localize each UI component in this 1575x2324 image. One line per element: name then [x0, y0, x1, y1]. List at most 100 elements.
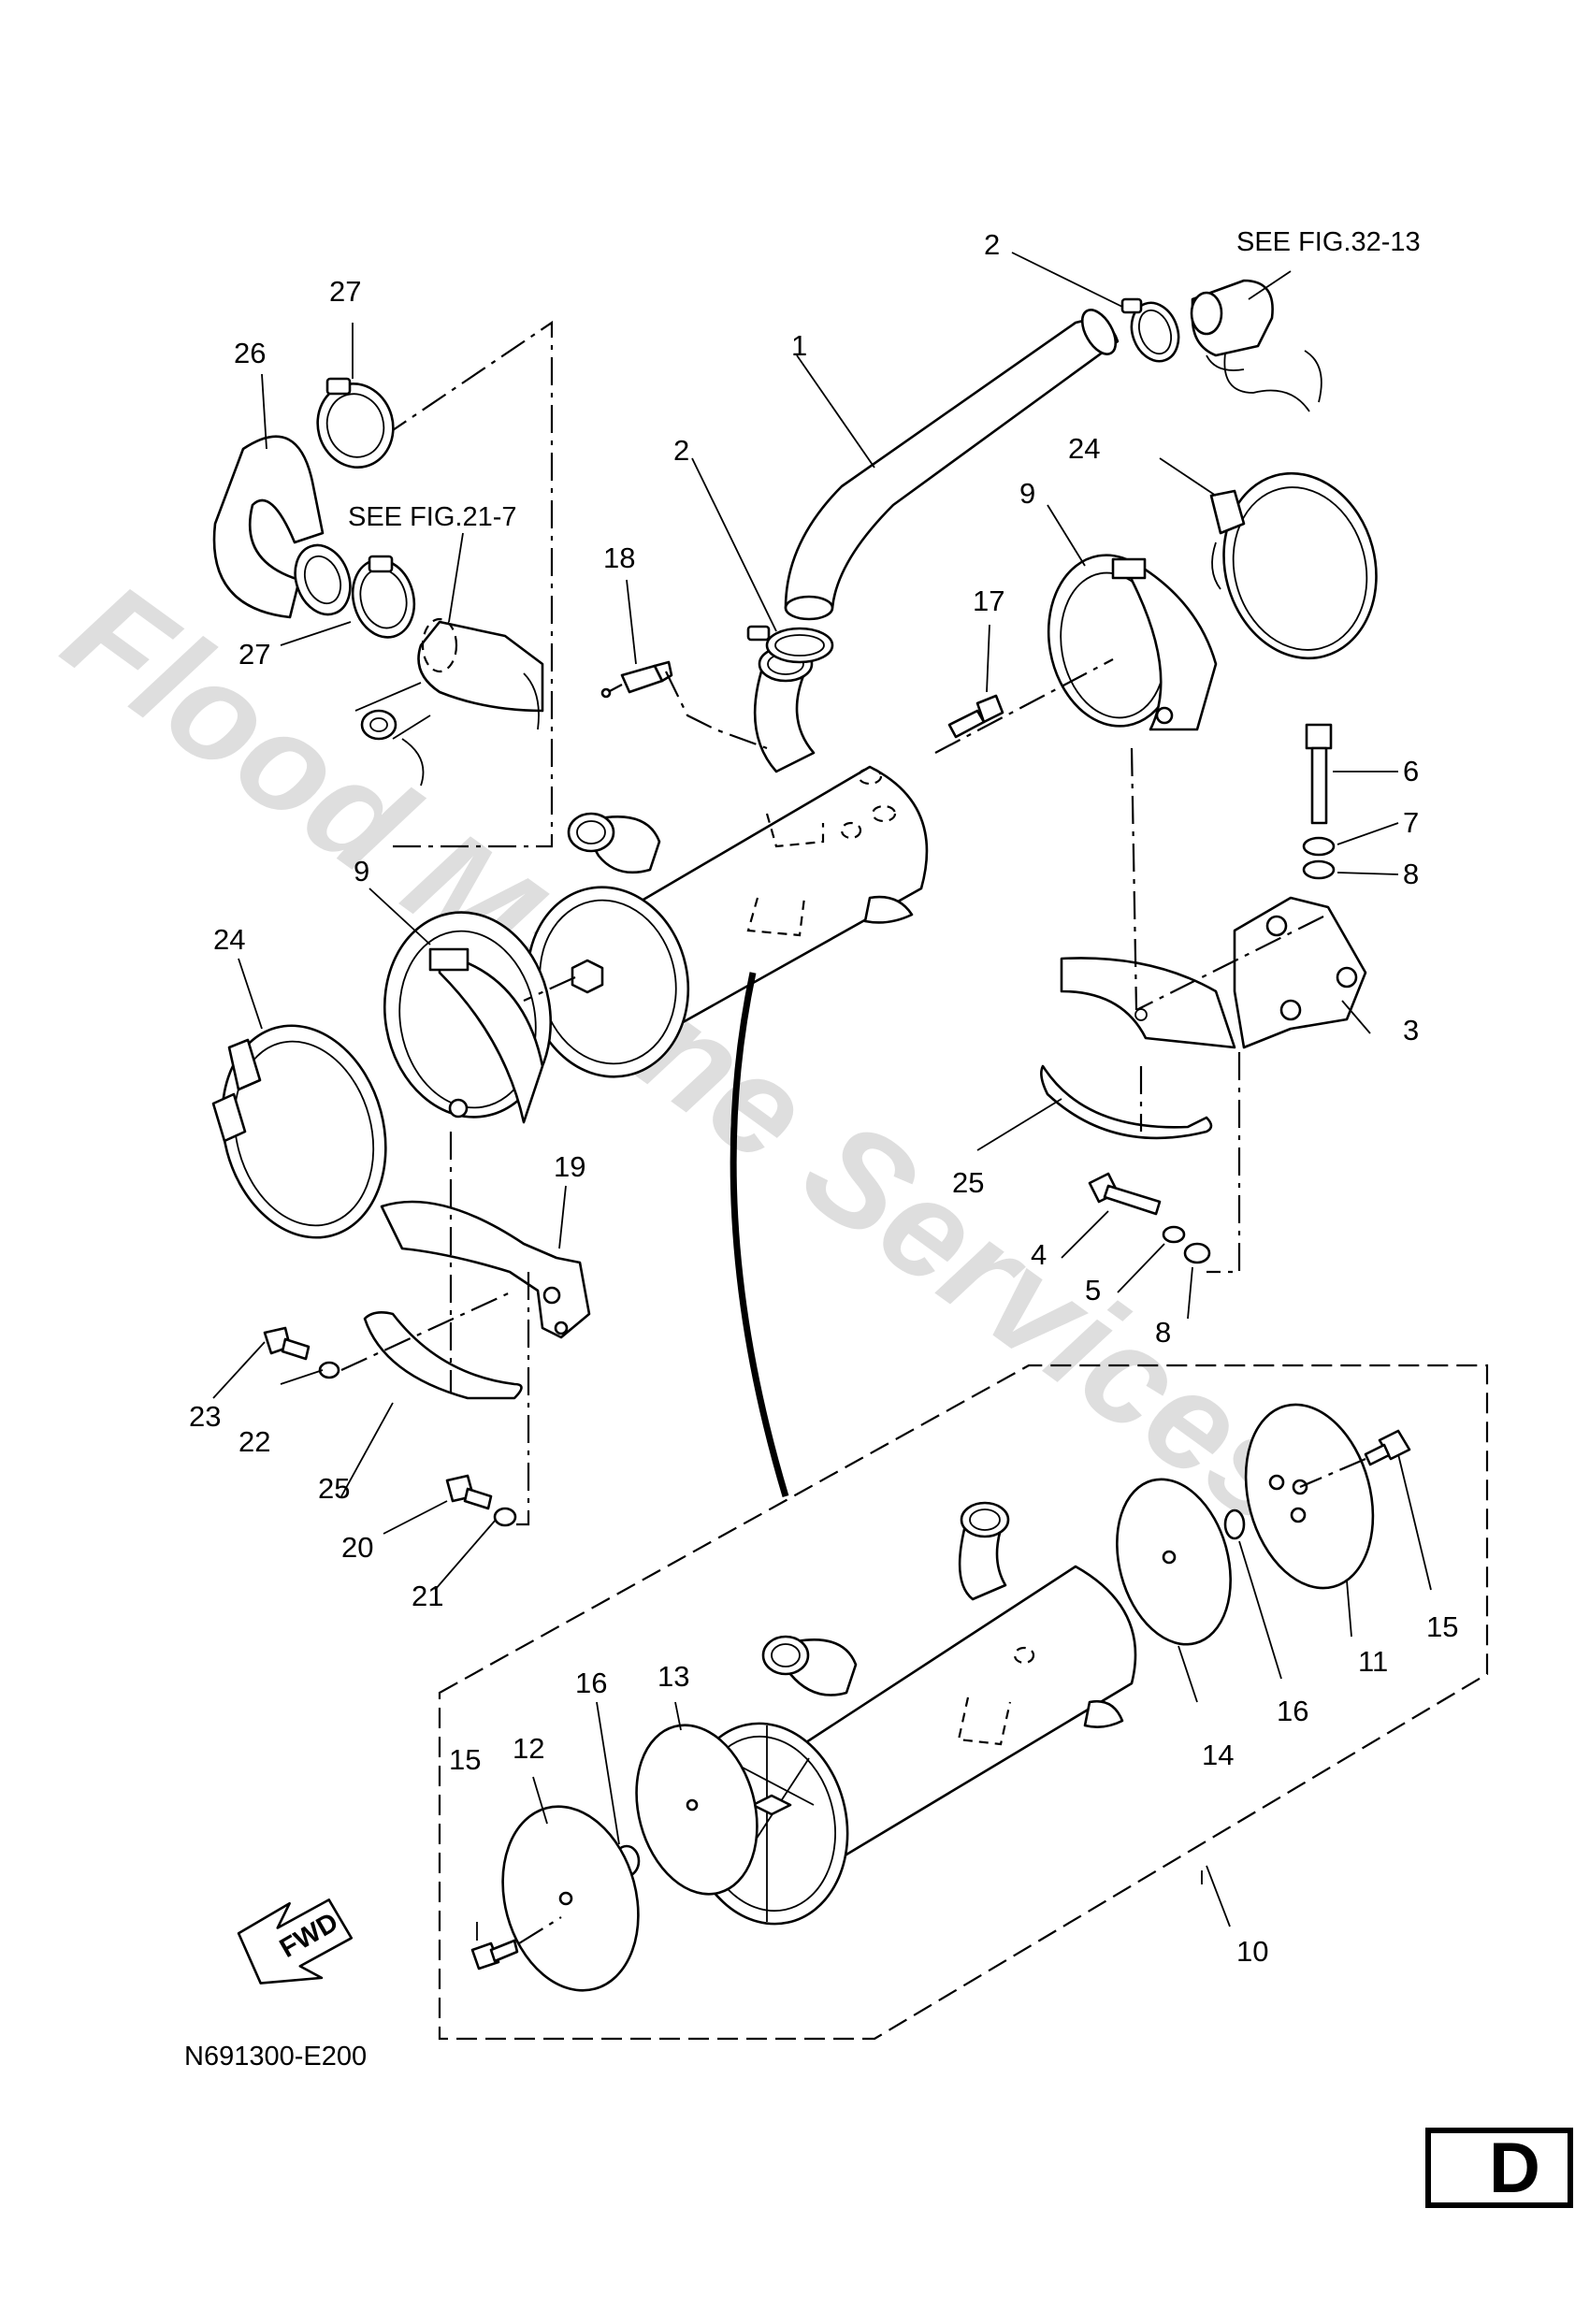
see-fig-21-7-label: SEE FIG.21-7	[348, 502, 517, 532]
part-20-bolt	[445, 1474, 493, 1510]
part-5-washer	[1162, 1225, 1186, 1244]
callout-8-lower: 8	[1155, 1316, 1171, 1349]
callout-1: 1	[791, 329, 807, 362]
callout-2-lower: 2	[673, 434, 689, 467]
part-23-bolt	[263, 1326, 311, 1361]
part-21-washer	[493, 1507, 517, 1527]
callout-25-right: 25	[952, 1166, 984, 1199]
part-6-bolt	[1305, 723, 1333, 825]
see-fig-32-13-label: SEE FIG.32-13	[1236, 227, 1421, 257]
callout-5: 5	[1085, 1274, 1101, 1306]
callout-8-upper: 8	[1403, 858, 1419, 890]
callout-17: 17	[973, 585, 1004, 617]
part-9-band-left	[383, 911, 553, 1124]
callout-10: 10	[1236, 1935, 1268, 1968]
page-letter: D	[1489, 2129, 1540, 2208]
centerline-bolt15-right	[1299, 1457, 1366, 1489]
part-11-cover	[1244, 1403, 1375, 1590]
callout-numbers: 1 2 2 3 4 5 6 7 8 8 9 9 10 11 12 13 14 1…	[189, 228, 1458, 1968]
assembly-leader-line	[730, 972, 789, 1498]
muffler-body	[526, 765, 929, 1078]
part-24-band-left	[211, 1024, 387, 1239]
part-16-oring-right	[1223, 1508, 1246, 1540]
callout-15-right: 15	[1426, 1610, 1458, 1643]
part-25-saddle-left	[363, 1311, 523, 1400]
fwd-arrow-icon	[237, 1898, 354, 1985]
callout-11: 11	[1358, 1645, 1388, 1678]
inset-side-elbow	[761, 1635, 858, 1696]
callout-13: 13	[657, 1660, 689, 1693]
page-letter-box: D	[1425, 2128, 1573, 2208]
part-19-bracket	[380, 1200, 591, 1339]
centerline-plug17	[934, 658, 1114, 754]
centerline-bolt4	[1207, 1052, 1241, 1274]
engine-fitting-fig32	[1190, 279, 1322, 412]
part-26-hose	[212, 435, 352, 619]
centerline-bracket19	[516, 1272, 530, 1526]
callout-7: 7	[1403, 806, 1419, 839]
callout-9-right: 9	[1019, 477, 1035, 510]
end-plug	[571, 959, 604, 994]
inset-muffler-body	[685, 1565, 1137, 1926]
part-8-washer-lower	[1183, 1242, 1211, 1264]
inset-inlet-elbow	[958, 1501, 1010, 1601]
part-3-bracket	[1060, 896, 1367, 1049]
part-25-saddle-right	[1040, 1064, 1213, 1140]
part-18-sensor	[600, 660, 673, 699]
callout-15-left: 15	[449, 1743, 481, 1776]
callout-25-left: 25	[318, 1472, 350, 1505]
callout-19: 19	[554, 1150, 585, 1183]
part-14-disc	[1116, 1478, 1232, 1646]
part-15-bolt-right	[1364, 1429, 1411, 1466]
callout-16-right: 16	[1277, 1695, 1308, 1727]
centerline-band9-plug	[523, 975, 576, 1003]
callout-3: 3	[1403, 1014, 1419, 1047]
part-15-bolt-left	[470, 1939, 519, 1970]
outlet-stub	[863, 895, 914, 924]
part-2-clamp-upper	[1120, 297, 1180, 363]
callout-9-left: 9	[354, 855, 369, 888]
part-17-plug	[947, 694, 1004, 739]
leader-lines	[212, 252, 1432, 1941]
part-27-clamp-lower	[351, 555, 416, 639]
callout-4: 4	[1031, 1238, 1047, 1271]
part-4-bolt	[1088, 1172, 1162, 1216]
callout-24-right: 24	[1068, 432, 1100, 465]
callout-18: 18	[603, 541, 635, 574]
part-1-hose	[784, 309, 1120, 621]
centerline-bolt23	[340, 1290, 515, 1371]
part-24-band-right	[1209, 471, 1378, 660]
side-elbow	[567, 812, 661, 874]
part-22-washer	[318, 1361, 340, 1379]
part-8-washer-upper	[1302, 859, 1336, 880]
centerline-hose26	[392, 320, 554, 848]
callout-16-left: 16	[575, 1667, 607, 1699]
part-2-clamp-lower	[746, 625, 834, 664]
part-27-clamp-upper	[316, 377, 395, 469]
drawing-code-label: N691300-E200	[184, 2042, 367, 2071]
centerline-bolt15-left	[518, 1916, 562, 1944]
engine-fitting-fig21	[354, 617, 544, 787]
callout-26: 26	[234, 337, 266, 369]
centerline-bracket3	[1135, 916, 1324, 1011]
part-9-band-right	[1047, 554, 1218, 731]
part-7-washer	[1302, 836, 1336, 857]
inlet-elbow	[753, 645, 816, 773]
callout-23: 23	[189, 1400, 221, 1433]
centerline-band9-right	[1130, 747, 1138, 1011]
callout-27-upper: 27	[329, 275, 361, 308]
part-12-cover	[501, 1805, 640, 1992]
callout-2-upper: 2	[984, 228, 1000, 261]
centerline-sensor18	[665, 671, 768, 750]
callout-27-lower: 27	[238, 638, 270, 671]
part-13-disc	[635, 1724, 759, 1896]
callout-20: 20	[341, 1531, 373, 1564]
callout-6: 6	[1403, 755, 1419, 787]
assembly-inset-frame	[438, 1364, 1489, 2041]
callout-24-left: 24	[213, 923, 245, 956]
callout-21: 21	[412, 1580, 443, 1612]
callout-12: 12	[513, 1732, 544, 1765]
callout-22: 22	[238, 1425, 270, 1458]
